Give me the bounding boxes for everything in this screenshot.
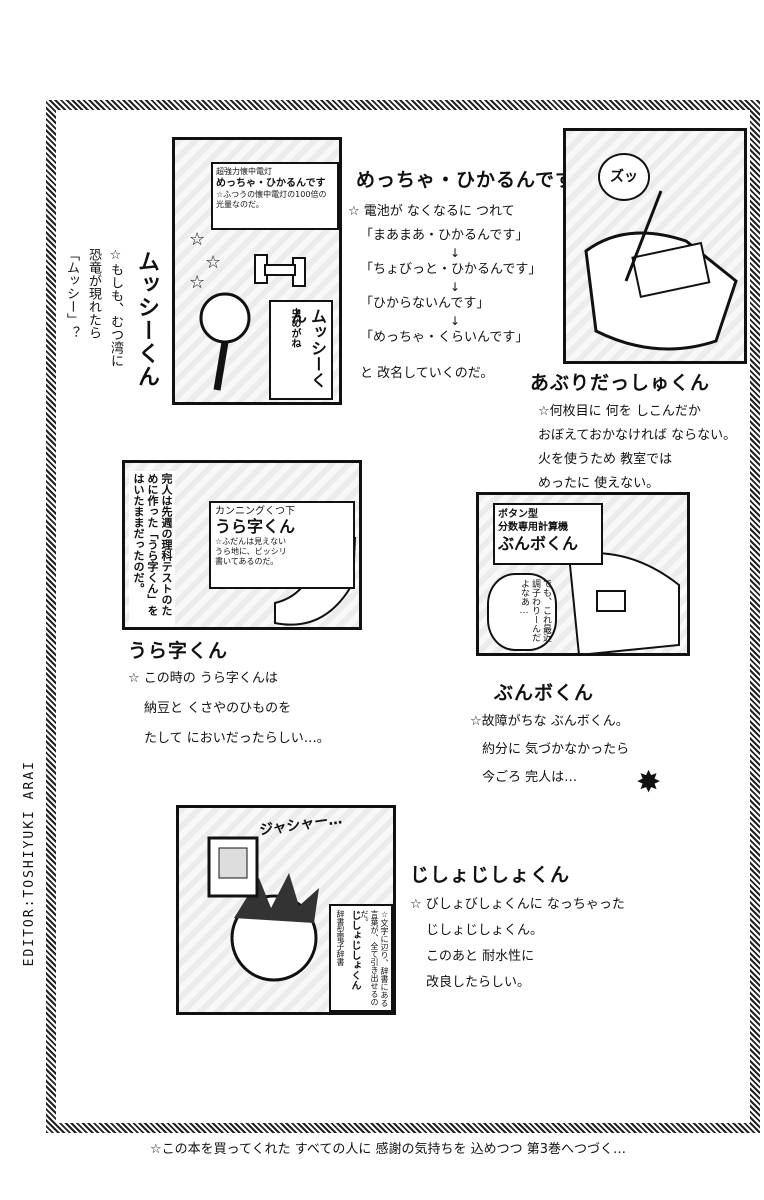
down-arrow-icon: ↓ (449, 314, 461, 328)
bunbo-caption-name: ぶんボくん (498, 534, 579, 553)
mussy-note-line: 恐竜が現れたら (86, 248, 101, 339)
urajikun-note: ☆ この時の うら字くんは 納豆と くさやのひものを たして においだったらしい… (128, 664, 330, 754)
hikarun-title: めっちゃ・ひかるんです (356, 169, 576, 191)
panel-urajikun: 完人は先週の理科テストのために作った「うら字くん」をはいたままだったのだ。 カン… (122, 460, 362, 630)
mussy-note-line: ☆もしも、むつ湾に (108, 248, 123, 367)
panel-jisho: ジャシャー… 辞書型電子辞書 じしょじしょくん ☆文字に辺り、辞書にある言葉が、… (176, 805, 396, 1015)
bunbo-note: ☆故障がちな ぶんボくん。 約分に 気づかなかったら 今ごろ 完人は… (470, 708, 629, 792)
hikarun-stage: 「まあまあ・ひかるんです」 (360, 228, 529, 243)
aburi-note-line: ☆何枚目に 何を しこんだか (538, 404, 701, 419)
jisho-caption-desc: ☆文字に辺り、辞書にある言葉が、全て引き出せるのだ。 (360, 910, 389, 1007)
magnifier-caption-box: 虫めがね ムッシーくん (269, 300, 333, 400)
hand-drawing (584, 190, 738, 351)
panel-mussy-hikarun: ☆ ☆ ☆ 超強力懐中電灯 めっちゃ・ひかるんです ☆ふつうの懐中電灯の100倍… (172, 137, 342, 405)
urajikun-title: うら字くん (128, 640, 229, 662)
aburi-note-line: 火を使うため 教室では (538, 452, 673, 467)
urajikun-caption-desc: 書いてあるのだ。 (215, 557, 279, 566)
aburi-note: ☆何枚目に 何を しこんだか おぼえておかなければ ならない。 火を使うため 教… (538, 400, 736, 496)
jisho-caption-name: じしょじしょくん (349, 910, 360, 990)
urajikun-side-text: 完人は先週の理科テストのために作った「うら字くん」をはいたままだったのだ。 (129, 471, 175, 627)
aburi-note-line: おぼえておかなければ ならない。 (538, 428, 737, 443)
svg-text:☆: ☆ (205, 252, 221, 273)
bunbo-caption-title: ボタン型 (498, 509, 538, 520)
character-drawing (207, 836, 319, 982)
svg-text:☆: ☆ (189, 272, 205, 293)
jisho-note: ☆ びしょびしょくんに なっちゃった じしょじしょくん。 このあと 耐水性に 改… (410, 892, 625, 996)
sfx-text: ズッ (610, 169, 638, 185)
jisho-note-line: このあと 耐水性に (426, 949, 535, 964)
jisho-title: じしょじしょくん (410, 864, 571, 886)
mussy-note-line: 「ムッシー」？ (64, 248, 79, 339)
hikarun-stages: 「まあまあ・ひかるんです」 ↓ 「ちょびっと・ひかるんです」 ↓ 「ひからないん… (360, 226, 550, 348)
bunbo-title: ぶんボくん (494, 682, 595, 704)
magnifier-caption-small: 虫めがね (289, 308, 300, 348)
speech-bubble: でも、これ最近調子わりーんだよなあ… (487, 573, 557, 651)
hikarun-outro: と 改名していくのだ。 (360, 366, 494, 381)
flashlight-caption-desc: ☆ふつうの懐中電灯の100倍の光量なのだ。 (216, 190, 327, 209)
urajikun-caption-box: カンニングくつ下 うら字くん ☆ふだんは見えない うら地に、ビッシリ 書いてある… (209, 501, 355, 589)
bunbo-caption-sub: 分数専用計算機 (498, 522, 568, 533)
magnifier-drawing: ☆ ☆ ☆ (189, 229, 306, 391)
urajikun-caption-small: カンニングくつ下 (215, 506, 295, 517)
flashlight-caption-name: めっちゃ・ひかるんです (216, 178, 326, 189)
urajikun-note-line: 納豆と くさやのひものを (144, 701, 292, 716)
jisho-caption-box: 辞書型電子辞書 じしょじしょくん ☆文字に辺り、辞書にある言葉が、全て引き出せる… (329, 904, 393, 1012)
urajikun-caption-big: うら字くん (215, 517, 296, 536)
jisho-note-line: ☆ びしょびしょくんに なっちゃった (410, 897, 625, 912)
jisho-note-line: 改良したらしい。 (426, 975, 531, 990)
down-arrow-icon: ↓ (449, 246, 461, 260)
sfx-bubble: ズッ (598, 153, 650, 201)
aburi-note-line: めったに 使えない。 (538, 476, 660, 491)
magnifier-caption-big: ムッシーくん (288, 308, 327, 388)
panel-bunbo: ボタン型 分数専用計算機 ぶんボくん でも、これ最近調子わりーんだよなあ… (476, 492, 690, 656)
bunbo-note-line: ☆故障がちな ぶんボくん。 (470, 714, 629, 729)
closing-message: ☆この本を買ってくれた すべての人に 感謝の気持ちを 込めつつ 第3巻へつづく… (150, 1142, 626, 1157)
svg-text:☆: ☆ (189, 229, 205, 250)
urajikun-caption-desc: ☆ふだんは見えない (215, 537, 287, 546)
hikarun-stage: 「ひからないんです」 (360, 296, 490, 311)
hikarun-stage: 「ちょびっと・ひかるんです」 (360, 262, 542, 277)
mussy-note: ☆もしも、むつ湾に 恐竜が現れたら 「ムッシー」？ (60, 248, 126, 408)
mussy-title: ムッシーくん (134, 250, 159, 388)
burst-icon: ✸ (636, 765, 662, 800)
bunbo-note-line: 約分に 気づかなかったら (482, 742, 630, 757)
aburi-title: あぶりだっしゅくん (530, 372, 711, 394)
bunbo-note-line: 今ごろ 完人は… (482, 770, 578, 785)
panel-aburi: ズッ (563, 128, 747, 364)
jisho-note-line: じしょじしょくん。 (426, 923, 544, 938)
urajikun-note-line: たして においだったらしい…。 (144, 731, 330, 746)
editor-credit: EDITOR:TOSHIYUKI ARAI (22, 760, 37, 967)
down-arrow-icon: ↓ (449, 280, 461, 294)
flashlight-caption-box: 超強力懐中電灯 めっちゃ・ひかるんです ☆ふつうの懐中電灯の100倍の光量なのだ… (211, 162, 339, 230)
flashlight-caption-title: 超強力懐中電灯 (216, 167, 272, 176)
hikarun-intro: ☆ 電池が なくなるに つれて (348, 204, 515, 219)
hikarun-stage: 「めっちゃ・くらいんです」 (360, 330, 529, 345)
urajikun-note-line: ☆ この時の うら字くんは (128, 671, 278, 686)
bunbo-caption-box: ボタン型 分数専用計算機 ぶんボくん (493, 503, 603, 565)
jisho-caption-small: 辞書型電子辞書 (336, 910, 345, 966)
urajikun-caption-desc: うら地に、ビッシリ (215, 547, 287, 556)
